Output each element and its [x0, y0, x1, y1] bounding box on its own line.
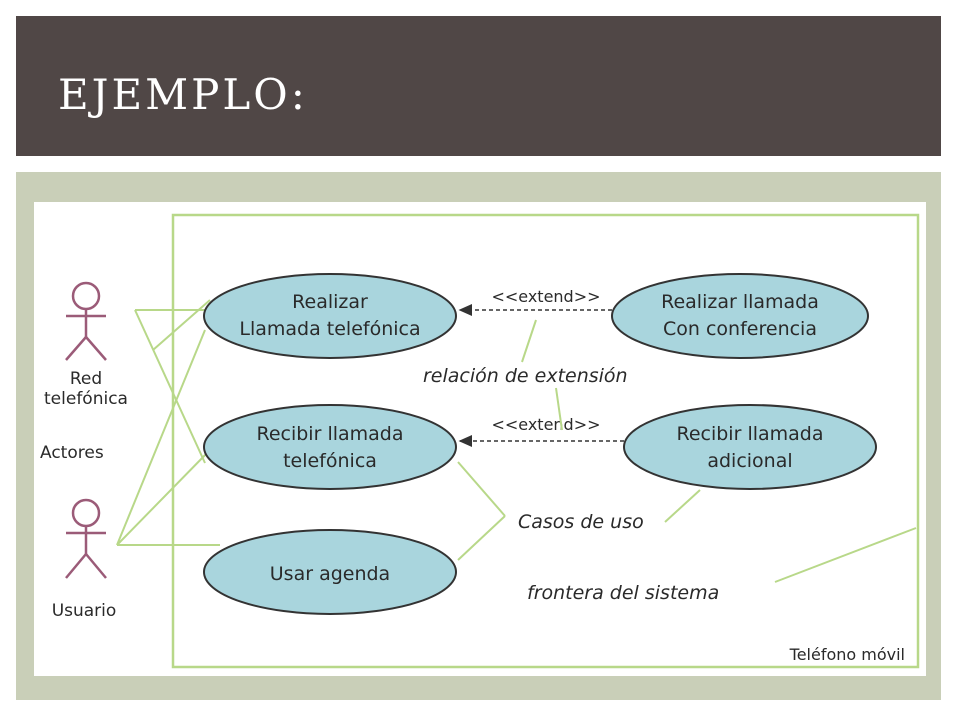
use-case-realizar-llamada: [203, 273, 457, 359]
use-case-agenda-label: Usar agenda: [270, 563, 390, 585]
actor-red-label-2: telefónica: [44, 389, 128, 409]
use-case-llamada-conferencia: [611, 273, 869, 359]
use-case-realizar-label-1: Realizar: [292, 291, 368, 313]
system-boundary: [171, 213, 920, 669]
actor-usuario-icon: [65, 498, 107, 579]
use-case-conferencia-label-2: Con conferencia: [663, 318, 817, 340]
system-boundary-label: Teléfono móvil: [789, 645, 905, 664]
title-bar: EJEMPLO:: [16, 16, 941, 156]
use-case-conferencia-label-1: Realizar llamada: [661, 291, 819, 313]
use-case-llamada-adicional: [623, 404, 877, 490]
use-case-recibir-label-2: telefónica: [283, 450, 377, 472]
use-case-adicional-label-2: adicional: [707, 450, 792, 472]
annotation-casos: Casos de uso: [518, 511, 644, 533]
extend-label-1: <<extend>>: [491, 287, 600, 306]
use-case-recibir-llamada: [203, 404, 457, 490]
actor-red-label-1: Red: [70, 369, 102, 389]
slide-title: EJEMPLO:: [58, 70, 308, 119]
use-case-adicional-label-1: Recibir llamada: [676, 423, 823, 445]
association-lines: [116, 299, 220, 546]
annotation-frontera: frontera del sistema: [527, 582, 719, 604]
actor-red-telefonica-icon: [65, 281, 107, 361]
use-case-realizar-label-2: Llamada telefónica: [239, 318, 420, 340]
extend-label-2: <<extend>>: [491, 415, 600, 434]
annotation-actores: Actores: [40, 443, 104, 463]
annotation-pointers: [457, 319, 917, 583]
use-case-usar-agenda: [203, 529, 457, 615]
actor-usuario-label: Usuario: [52, 601, 117, 621]
use-case-recibir-label-1: Recibir llamada: [256, 423, 403, 445]
annotation-relacion: relación de extensión: [423, 365, 628, 387]
